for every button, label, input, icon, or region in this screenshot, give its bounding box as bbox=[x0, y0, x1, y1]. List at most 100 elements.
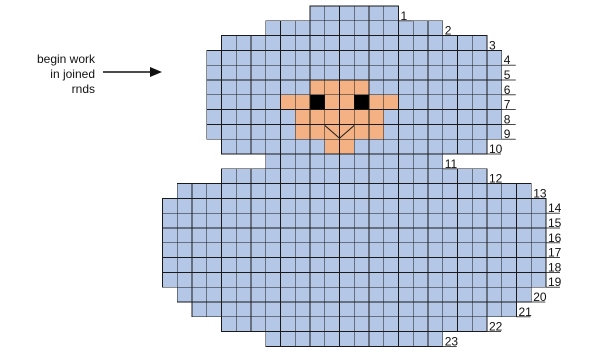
face-cell bbox=[310, 80, 325, 95]
chart-row-23 bbox=[266, 332, 443, 347]
stitch-cell bbox=[399, 272, 414, 287]
stitch-cell bbox=[236, 50, 251, 65]
stitch-cell bbox=[266, 198, 281, 213]
stitch-cell bbox=[384, 332, 399, 347]
stitch-cell bbox=[325, 6, 340, 21]
stitch-cell bbox=[236, 258, 251, 273]
stitch-cell bbox=[428, 317, 443, 332]
stitch-cell bbox=[384, 198, 399, 213]
stitch-cell bbox=[472, 50, 487, 65]
note-line-3: rnds bbox=[72, 82, 95, 96]
stitch-cell bbox=[502, 243, 517, 258]
stitch-cell bbox=[384, 243, 399, 258]
stitch-cell bbox=[443, 258, 458, 273]
stitch-cell bbox=[325, 154, 340, 169]
stitch-cell bbox=[472, 213, 487, 228]
face-cell bbox=[340, 110, 355, 125]
stitch-cell bbox=[354, 213, 369, 228]
stitch-cell bbox=[310, 21, 325, 36]
stitch-cell bbox=[222, 80, 237, 95]
stitch-cell bbox=[354, 287, 369, 302]
stitch-cell bbox=[281, 80, 296, 95]
stitch-cell bbox=[281, 198, 296, 213]
stitch-cell bbox=[399, 80, 414, 95]
stitch-cell bbox=[517, 198, 532, 213]
stitch-cell bbox=[472, 139, 487, 154]
stitch-cell bbox=[428, 36, 443, 51]
stitch-cell bbox=[251, 169, 266, 184]
stitch-cell bbox=[428, 80, 443, 95]
stitch-cell bbox=[413, 95, 428, 110]
stitch-cell bbox=[325, 213, 340, 228]
stitch-cell bbox=[222, 228, 237, 243]
stitch-cell bbox=[251, 139, 266, 154]
stitch-cell bbox=[517, 213, 532, 228]
stitch-cell bbox=[458, 139, 473, 154]
face-cell bbox=[354, 124, 369, 139]
stitch-cell bbox=[192, 302, 207, 317]
stitch-cell bbox=[487, 287, 502, 302]
stitch-cell bbox=[487, 302, 502, 317]
stitch-cell bbox=[399, 287, 414, 302]
face-cell bbox=[310, 124, 325, 139]
stitch-cell bbox=[399, 317, 414, 332]
stitch-cell bbox=[222, 272, 237, 287]
stitch-cell bbox=[428, 332, 443, 347]
stitch-cell bbox=[517, 272, 532, 287]
stitch-cell bbox=[207, 184, 222, 199]
stitch-cell bbox=[428, 139, 443, 154]
stitch-cell bbox=[281, 287, 296, 302]
chart-row-20 bbox=[177, 287, 531, 302]
stitch-cell bbox=[325, 21, 340, 36]
stitch-cell bbox=[295, 154, 310, 169]
stitch-cell bbox=[207, 258, 222, 273]
stitch-cell bbox=[487, 258, 502, 273]
stitch-cell bbox=[310, 228, 325, 243]
stitch-cell bbox=[340, 184, 355, 199]
stitch-cell bbox=[222, 184, 237, 199]
stitch-cell bbox=[236, 213, 251, 228]
stitch-cell bbox=[266, 50, 281, 65]
stitch-cell bbox=[458, 243, 473, 258]
stitch-cell bbox=[340, 317, 355, 332]
stitch-cell bbox=[458, 228, 473, 243]
stitch-cell bbox=[266, 184, 281, 199]
stitch-cell bbox=[428, 198, 443, 213]
stitch-cell bbox=[428, 124, 443, 139]
stitch-cell bbox=[192, 243, 207, 258]
stitch-cell bbox=[192, 213, 207, 228]
stitch-cell bbox=[487, 124, 502, 139]
chart-row-14 bbox=[163, 198, 547, 213]
stitch-cell bbox=[384, 50, 399, 65]
stitch-cell bbox=[472, 110, 487, 125]
stitch-cell bbox=[354, 184, 369, 199]
stitch-cell bbox=[517, 287, 532, 302]
stitch-cell bbox=[413, 302, 428, 317]
stitch-cell bbox=[251, 258, 266, 273]
stitch-cell bbox=[384, 110, 399, 125]
stitch-cell bbox=[340, 272, 355, 287]
stitch-cell bbox=[251, 287, 266, 302]
stitch-cell bbox=[177, 287, 192, 302]
stitch-cell bbox=[472, 65, 487, 80]
stitch-cell bbox=[207, 124, 222, 139]
stitch-cell bbox=[472, 287, 487, 302]
stitch-cell bbox=[384, 80, 399, 95]
stitch-cell bbox=[281, 258, 296, 273]
stitch-cell bbox=[369, 332, 384, 347]
stitch-cell bbox=[399, 36, 414, 51]
stitch-cell bbox=[413, 50, 428, 65]
stitch-cell bbox=[399, 95, 414, 110]
stitch-cell bbox=[266, 95, 281, 110]
stitch-cell bbox=[399, 184, 414, 199]
stitch-cell bbox=[384, 21, 399, 36]
stitch-cell bbox=[443, 36, 458, 51]
stitch-cell bbox=[399, 139, 414, 154]
stitch-cell bbox=[295, 169, 310, 184]
stitch-cell bbox=[399, 198, 414, 213]
face-cell bbox=[340, 80, 355, 95]
stitch-cell bbox=[428, 65, 443, 80]
stitch-cell bbox=[517, 243, 532, 258]
stitch-cell bbox=[369, 287, 384, 302]
stitch-cell bbox=[281, 65, 296, 80]
